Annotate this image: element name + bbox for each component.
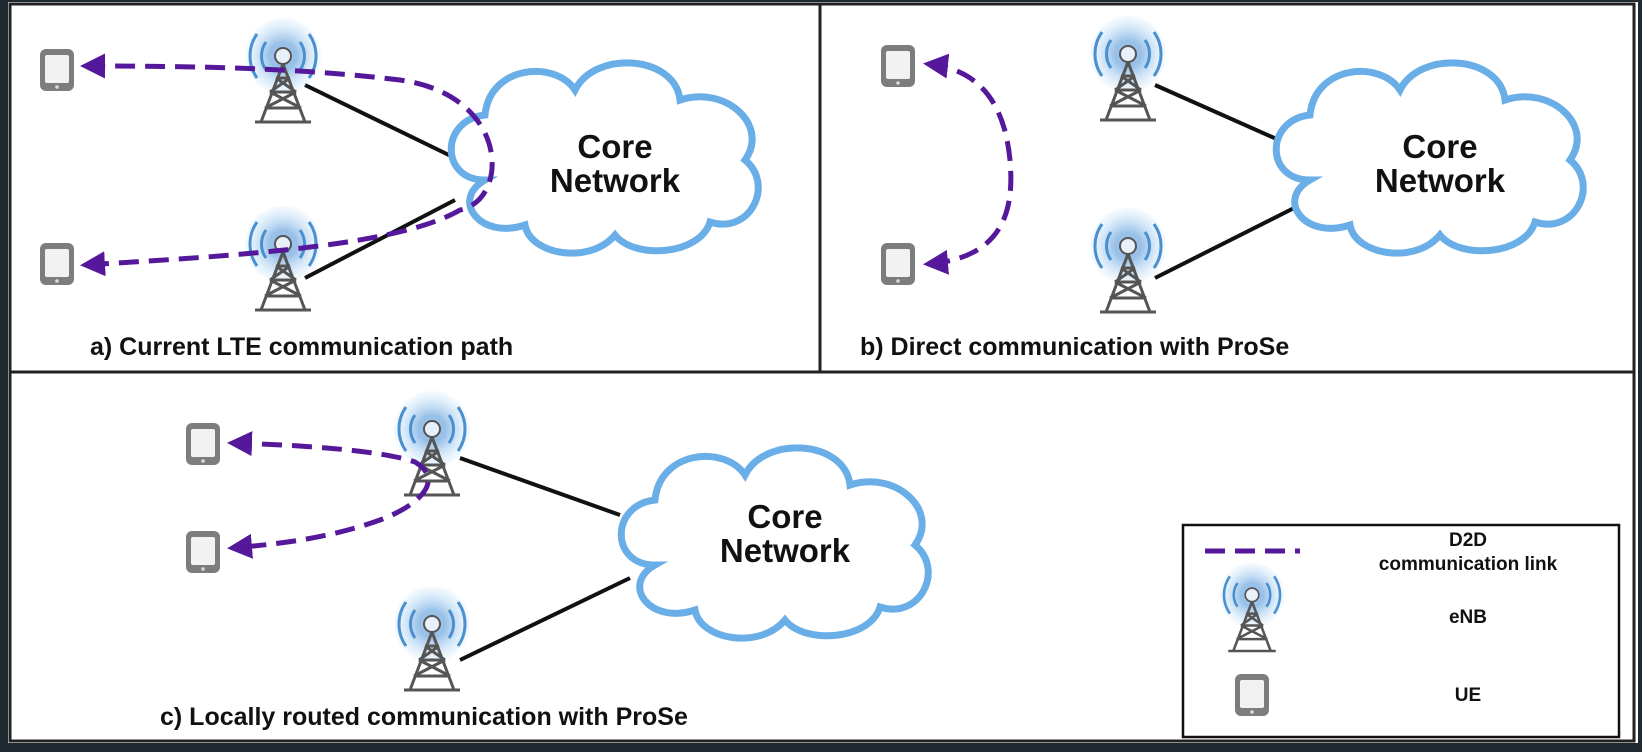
panel-b-caption: b) Direct communication with ProSe <box>860 333 1289 361</box>
legend-box <box>1181 523 1621 739</box>
legend: D2D communication link eNB UE <box>1181 523 1621 739</box>
phone-icon <box>881 45 915 87</box>
legend-enb-label: eNB <box>1449 607 1487 628</box>
panel-borders <box>8 2 1636 743</box>
cloud-label-line1: Core <box>577 128 652 165</box>
phone-icon <box>881 243 915 285</box>
phone-icon <box>40 243 74 285</box>
cloud-label-line2: Network <box>550 162 681 199</box>
d2d-link <box>80 53 495 277</box>
phone-icon <box>186 531 220 573</box>
phone-icon <box>186 423 220 465</box>
d2d-link <box>227 431 431 559</box>
panel-c-caption: c) Locally routed communication with Pro… <box>160 703 688 731</box>
d2d-link <box>923 53 1014 275</box>
phone-icon <box>40 49 74 91</box>
phone-icon <box>1235 674 1269 716</box>
panel-a-caption: a) Current LTE communication path <box>90 333 513 361</box>
backhaul-link <box>459 456 631 662</box>
cloud-label-line1: Core <box>747 498 822 535</box>
panel-b: Core Network b) Direct communication wit… <box>860 14 1583 361</box>
backhaul-link <box>304 83 456 280</box>
cloud-label-line2: Network <box>720 532 851 569</box>
panel-a: Core Network a) Current LTE communicatio… <box>40 16 758 361</box>
backhaul-link <box>1154 83 1301 280</box>
legend-d2d-label-line2: communication link <box>1379 554 1558 575</box>
legend-d2d-label-line1: D2D <box>1449 530 1487 551</box>
cloud-label-line1: Core <box>1402 128 1477 165</box>
legend-ue-label: UE <box>1455 685 1481 706</box>
panel-c: Core Network c) Locally routed communica… <box>160 389 928 731</box>
cloud-label-line2: Network <box>1375 162 1506 199</box>
